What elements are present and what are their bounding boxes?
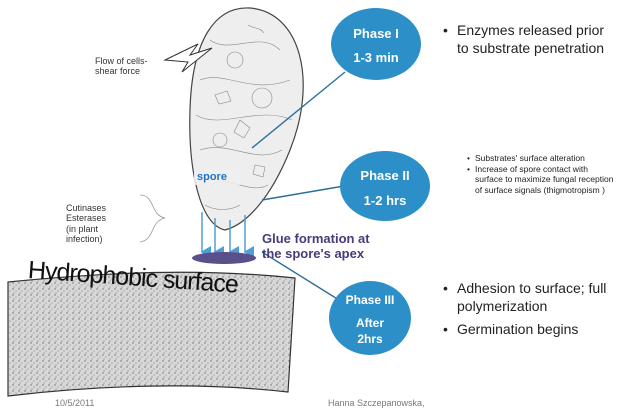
enzymes-label: Cutinases Esterases (in plant infection) (66, 203, 136, 244)
phase-3-time-1: After (356, 316, 384, 330)
enzyme-line: infection) (66, 234, 136, 244)
phase-3-notes: Adhesion to surface; full polymerization… (443, 280, 618, 345)
glue-label: Glue formation at the spore's apex (262, 232, 382, 262)
note-item: Germination begins (443, 321, 618, 339)
phase-2-time: 1-2 hrs (364, 193, 407, 208)
spore-label: spore (197, 171, 227, 184)
phase-1-notes: Enzymes released prior to substrate pene… (443, 22, 618, 57)
flow-label: Flow of cells-shear force (95, 56, 165, 77)
enzyme-line: (in plant (66, 224, 136, 234)
footer-date: 10/5/2011 (55, 398, 94, 408)
phase-3-title: Phase III (346, 293, 395, 307)
enzyme-line: Esterases (66, 213, 136, 223)
enzyme-line: Cutinases (66, 203, 136, 213)
phase-3-node: Phase III After 2hrs (329, 281, 411, 355)
note-item: Increase of spore contact with surface t… (467, 164, 617, 195)
phase-2-title: Phase II (360, 168, 409, 183)
enzyme-brace (140, 195, 165, 242)
footer-author: Hanna Szczepanowska, (328, 398, 425, 408)
note-item: Adhesion to surface; full polymerization (443, 280, 618, 315)
phase-2-notes: Substrates' surface alteration Increase … (467, 153, 617, 196)
phase-1-node: Phase I 1-3 min (331, 8, 421, 80)
connector-phase2 (262, 185, 350, 200)
note-item: Substrates' surface alteration (467, 153, 617, 163)
phase-2-node: Phase II 1-2 hrs (340, 151, 430, 221)
phase-1-time: 1-3 min (353, 50, 399, 65)
glue-blob (192, 252, 256, 264)
phase-3-time-2: 2hrs (357, 332, 383, 346)
note-item: Enzymes released prior to substrate pene… (443, 22, 618, 57)
phase-1-title: Phase I (353, 26, 399, 41)
